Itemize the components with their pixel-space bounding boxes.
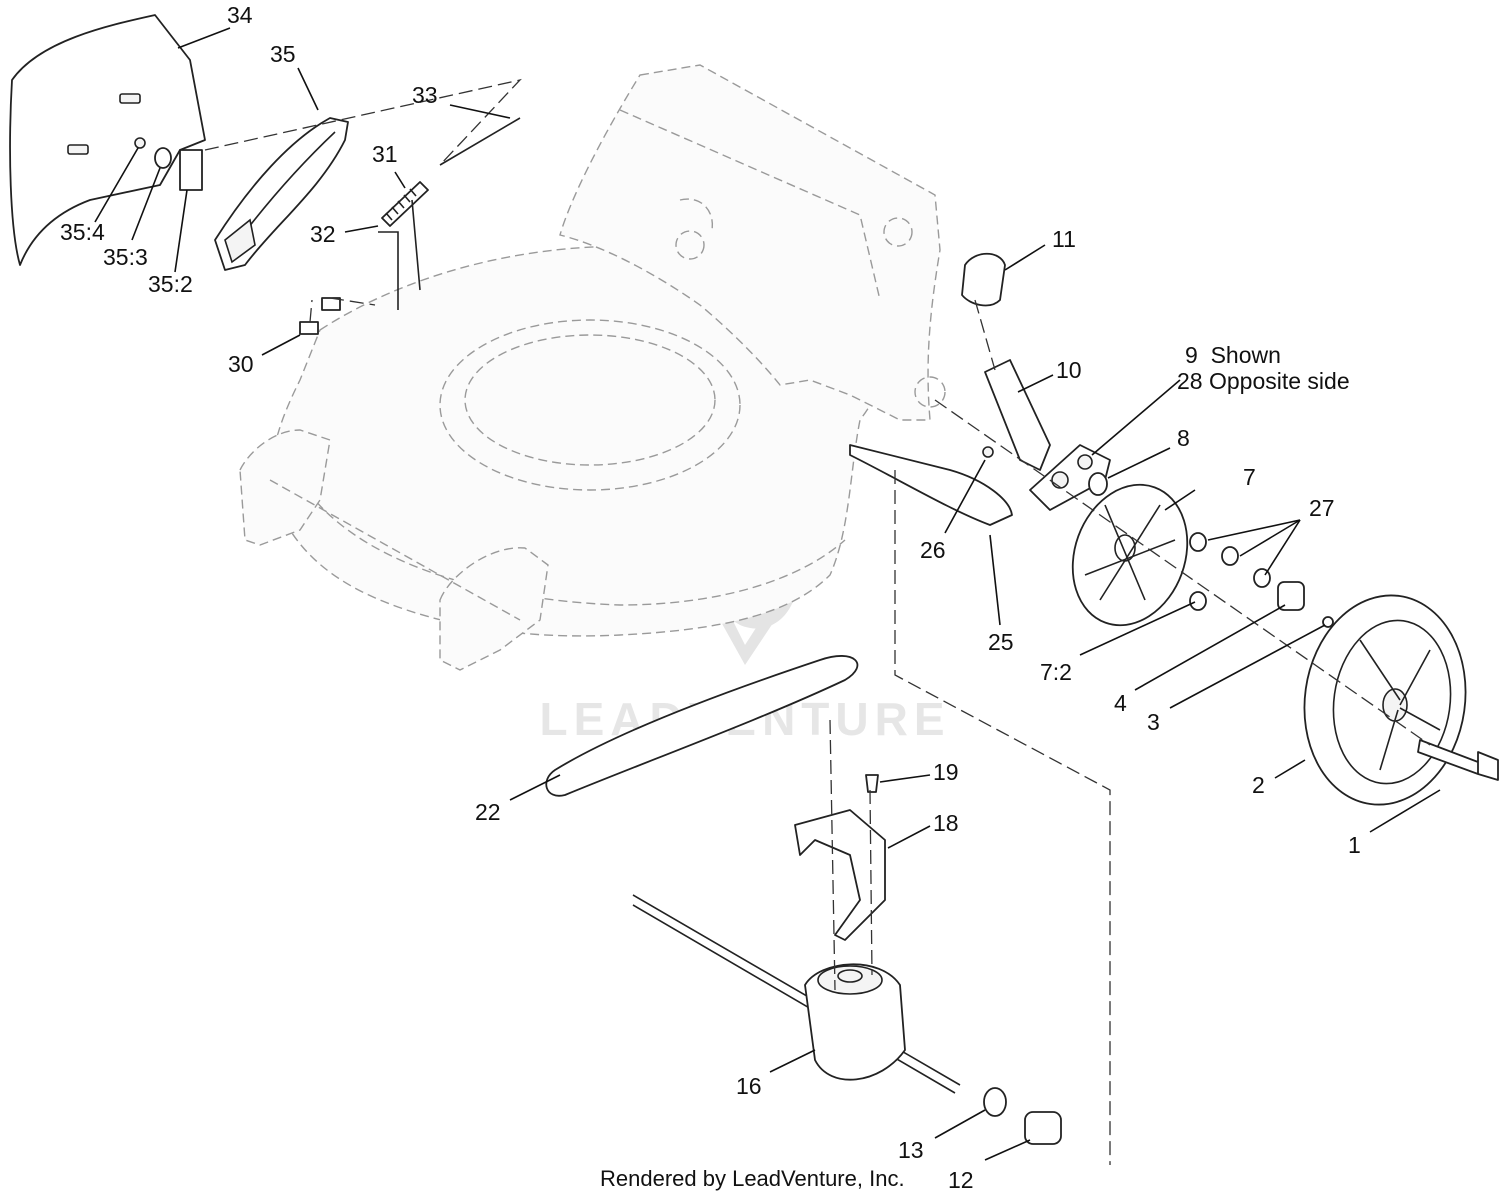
part-baffle-screw [982,446,994,458]
callout-labels: 1 2 3 4 7 7:2 8 9 Shown 28 Opposite side… [60,2,1361,1193]
callout-31: 31 [372,141,398,167]
leader-lines [94,27,1441,1161]
callout-10: 10 [1056,357,1082,383]
callout-2: 2 [1252,772,1265,798]
part-e-ring [1322,616,1334,628]
callout-25: 25 [988,629,1014,655]
part-guard-screw [865,774,879,793]
callout-8: 8 [1177,425,1190,451]
part-height-bracket [984,359,1051,471]
rear-housing-slot [679,198,714,231]
callout-7-2: 7:2 [1040,659,1072,685]
rear-mount-boss [675,230,705,260]
part-spring [381,181,429,227]
callout-35: 35 [270,41,296,67]
mower-deck-phantom [239,64,946,671]
part-drive-belt [545,655,859,797]
callout-33: 33 [412,82,438,108]
part-wheel-bolt [1417,739,1499,781]
right-mount-boss [883,217,913,247]
part-link-rod [378,199,421,310]
callout-34: 34 [227,2,253,28]
rear-housing-inner [619,109,881,301]
part-belt-guard [794,809,886,941]
part-pinion-gear [1277,581,1305,611]
callout-16: 16 [736,1073,762,1099]
part-washers [1189,532,1271,611]
part-35-2-bracket [179,149,203,191]
part-gear-cover [1071,483,1189,627]
callout-18: 18 [933,810,959,836]
part-drive-pinion [1024,1111,1062,1145]
part-axle-bushing [983,1087,1007,1117]
callout-4: 4 [1114,690,1127,716]
part-35-3-washer [154,147,172,169]
deck-engine-opening [464,334,716,466]
callout-22: 22 [475,799,501,825]
callout-27: 27 [1309,495,1335,521]
callout-35-3: 35:3 [103,244,148,270]
callout-32: 32 [310,221,336,247]
callout-3: 3 [1147,709,1160,735]
callout-35-2: 35:2 [148,271,193,297]
deck-engine-ring [439,319,741,491]
callout-12: 12 [948,1167,974,1193]
front-left-bracket [239,429,331,546]
callout-11: 11 [1052,226,1076,252]
part-wheel [1303,594,1467,806]
assembly-lines [204,78,1431,1165]
callout-30: 30 [228,351,254,377]
callout-26: 26 [920,537,946,563]
part-cable [439,117,521,166]
callout-19: 19 [933,759,959,785]
callout-1: 1 [1348,832,1361,858]
callout-9: 9 Shown [1185,342,1281,368]
front-right-bracket [439,547,549,671]
part-bushing [1088,472,1108,496]
rear-housing [559,64,941,421]
part-transmission [632,894,961,1094]
front-axle [269,479,521,621]
callout-28: 28 Opposite side [1177,368,1350,394]
part-baffle [849,444,1013,526]
deck-skirt [299,479,846,606]
part-35-4-screw [134,137,146,149]
part-shift-handle [214,117,349,271]
footer-credit: Rendered by LeadVenture, Inc. [600,1166,905,1191]
callout-7: 7 [1243,464,1256,490]
part-bolts [299,297,376,335]
part-rear-flap [9,14,206,266]
part-height-knob [961,252,1006,307]
axle-mount-boss [914,376,946,408]
callout-35-4: 35:4 [60,219,105,245]
callout-13: 13 [898,1137,924,1163]
